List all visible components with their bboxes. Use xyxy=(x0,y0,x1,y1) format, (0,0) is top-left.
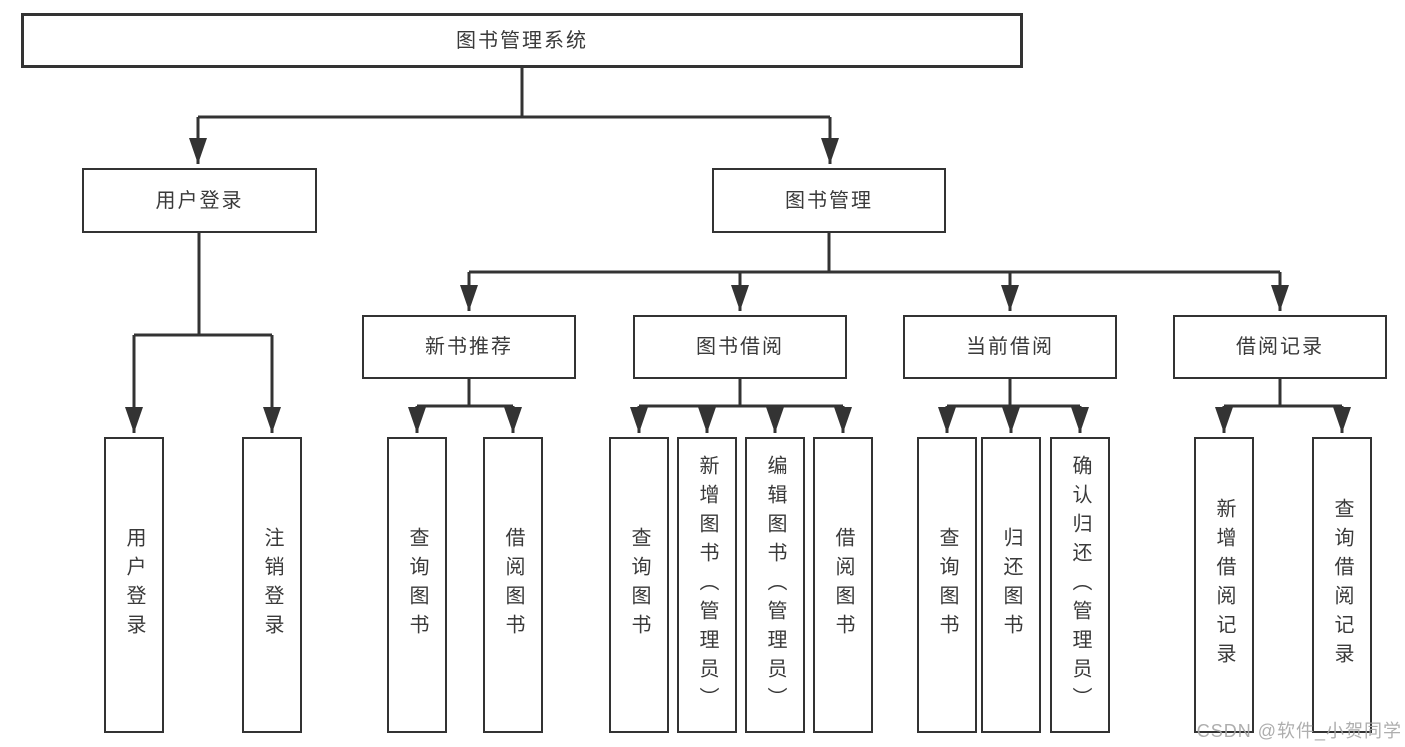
node-book-borrow-label: 图书借阅 xyxy=(696,336,784,358)
connector-root-spine xyxy=(198,68,830,119)
node-root-system: 图书管理系统 xyxy=(21,13,1023,68)
connector-new-book-spine xyxy=(417,379,513,408)
connector-book-borrow-spine xyxy=(639,379,843,408)
connector-book-management-spine xyxy=(469,233,1280,274)
leaf-user-login-label: 用户登录 xyxy=(123,527,145,643)
leaf-record-add: 新增借阅记录 xyxy=(1194,437,1254,733)
node-book-management: 图书管理 xyxy=(712,168,946,233)
leaf-current-query-label: 查询图书 xyxy=(936,527,958,643)
leaf-current-confirm-admin-label: 确认归还（管理员） xyxy=(1069,454,1091,716)
leaf-record-query: 查询借阅记录 xyxy=(1312,437,1372,733)
node-user-login-label: 用户登录 xyxy=(155,189,244,212)
connector-current-borrow-spine xyxy=(947,379,1080,408)
node-borrow-record: 借阅记录 xyxy=(1173,315,1387,379)
leaf-current-query: 查询图书 xyxy=(917,437,977,733)
leaf-borrow-add-admin: 新增图书（管理员） xyxy=(677,437,737,733)
leaf-borrow-book-label: 借阅图书 xyxy=(832,527,854,643)
node-book-borrow: 图书借阅 xyxy=(633,315,847,379)
node-book-management-label: 图书管理 xyxy=(785,189,873,212)
leaf-borrow-query-label: 查询图书 xyxy=(628,527,650,643)
leaf-user-login: 用户登录 xyxy=(104,437,164,733)
node-user-login: 用户登录 xyxy=(82,168,317,233)
leaf-current-confirm-admin: 确认归还（管理员） xyxy=(1050,437,1110,733)
node-borrow-record-label: 借阅记录 xyxy=(1236,336,1324,358)
leaf-current-return: 归还图书 xyxy=(981,437,1041,733)
leaf-borrow-edit-admin: 编辑图书（管理员） xyxy=(745,437,805,733)
leaf-newbook-borrow-label: 借阅图书 xyxy=(502,527,524,643)
csdn-watermark: CSDN @软件_小贺同学 xyxy=(1196,721,1402,741)
leaf-record-query-label: 查询借阅记录 xyxy=(1331,498,1353,672)
node-current-borrow: 当前借阅 xyxy=(903,315,1117,379)
connector-borrow-record-spine xyxy=(1224,379,1342,408)
node-root-label: 图书管理系统 xyxy=(456,29,588,52)
node-current-borrow-label: 当前借阅 xyxy=(966,336,1054,358)
leaf-borrow-edit-admin-label: 编辑图书（管理员） xyxy=(764,454,786,716)
leaf-borrow-book: 借阅图书 xyxy=(813,437,873,733)
leaf-borrow-add-admin-label: 新增图书（管理员） xyxy=(696,454,718,716)
node-new-book-recommend: 新书推荐 xyxy=(362,315,576,379)
leaf-newbook-query: 查询图书 xyxy=(387,437,447,733)
leaf-borrow-query: 查询图书 xyxy=(609,437,669,733)
leaf-logout: 注销登录 xyxy=(242,437,302,733)
leaf-newbook-borrow: 借阅图书 xyxy=(483,437,543,733)
connector-user-login-spine xyxy=(134,233,272,337)
leaf-record-add-label: 新增借阅记录 xyxy=(1213,498,1235,672)
leaf-newbook-query-label: 查询图书 xyxy=(406,527,428,643)
node-new-book-recommend-label: 新书推荐 xyxy=(425,336,513,358)
leaf-current-return-label: 归还图书 xyxy=(1000,527,1022,643)
leaf-logout-label: 注销登录 xyxy=(261,527,283,643)
